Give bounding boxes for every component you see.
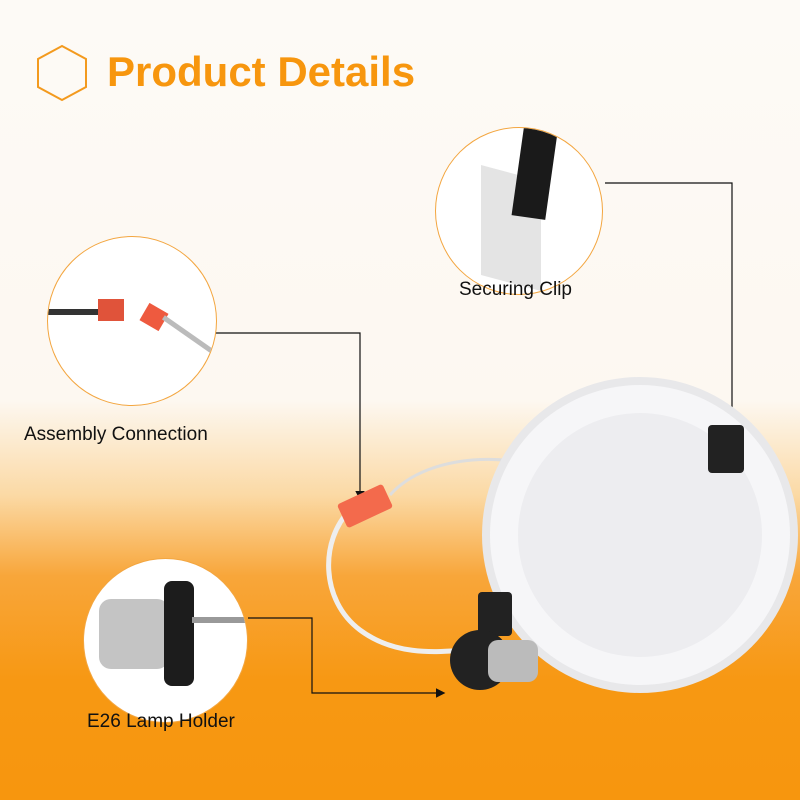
- e26-lamp-holder-image: [83, 558, 248, 723]
- securing-clip-image: [435, 127, 603, 295]
- assembly-connection-image: [47, 236, 217, 406]
- e26-lamp-holder-label: E26 Lamp Holder: [87, 711, 235, 732]
- securing-clip-label: Securing Clip: [459, 279, 572, 300]
- downlight-image: [337, 377, 798, 693]
- page-title: Product Details: [107, 48, 416, 95]
- assembly-connection-label: Assembly Connection: [24, 424, 208, 445]
- hexagon-icon: [37, 44, 87, 102]
